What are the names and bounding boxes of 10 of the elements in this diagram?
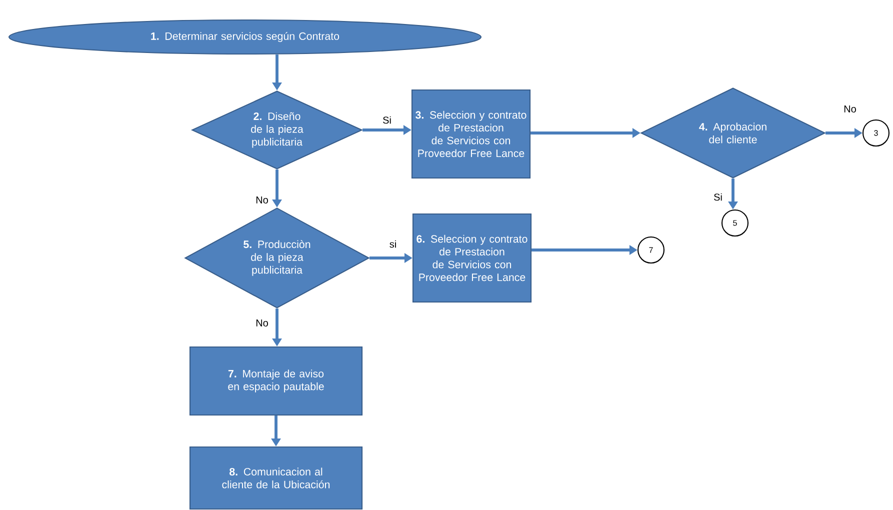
edge-label: Si	[712, 192, 724, 202]
edge-label: Si	[381, 115, 393, 125]
process-box: 3. Seleccion y contrato de Prestacion de Servicios con Proveedor Free Lance	[411, 89, 531, 179]
edge-label: No	[254, 195, 270, 205]
process-box: 6. Seleccion y contrato de Prestacion de Servicios con Proveedor Free Lance	[412, 213, 532, 303]
edge-label: si	[388, 239, 398, 249]
edge-label: No	[254, 318, 270, 328]
process-box: 7. Montaje de aviso en espacio pautable	[189, 346, 363, 416]
process-box: 8. Comunicacion al cliente de la Ubicación	[189, 446, 363, 510]
edge-label: No	[842, 104, 858, 114]
